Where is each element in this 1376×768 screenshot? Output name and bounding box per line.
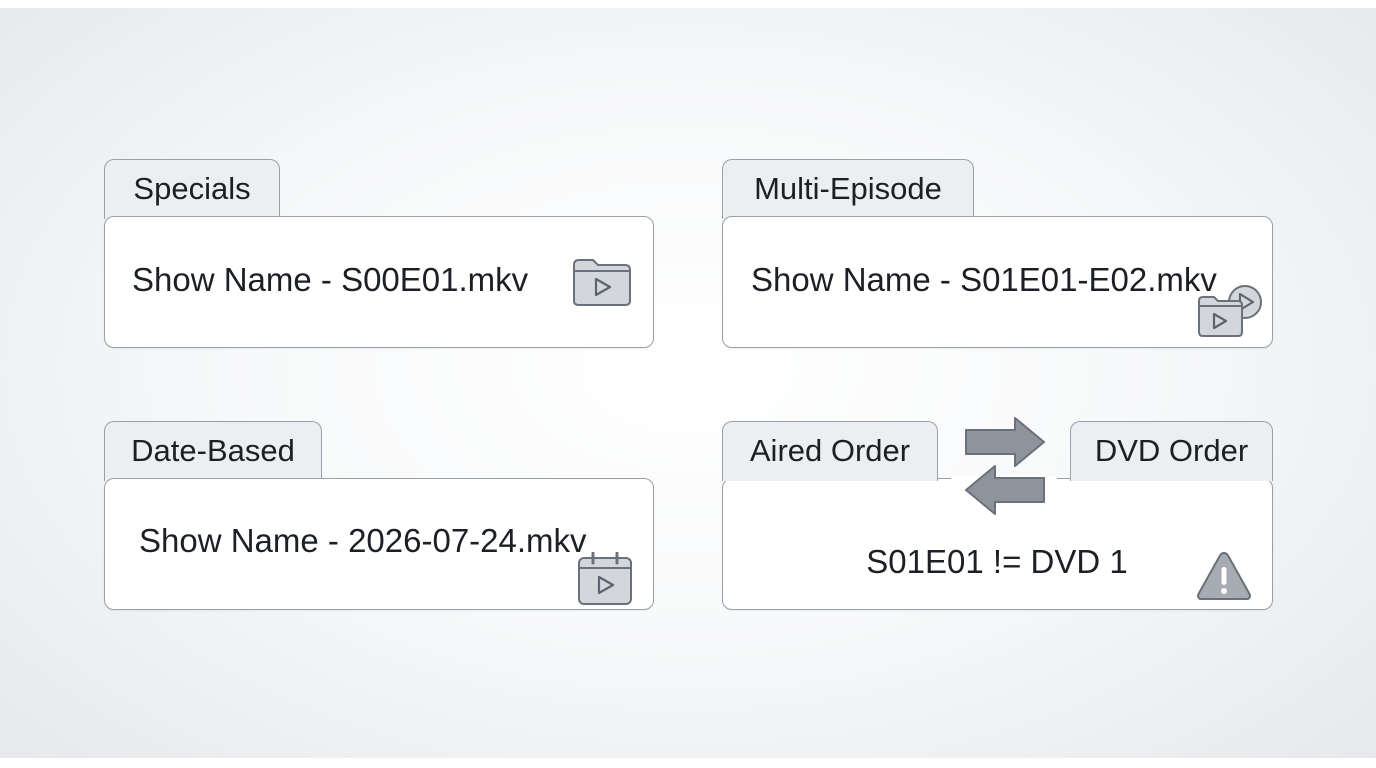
warning-icon — [1195, 549, 1253, 603]
calendar-play-icon — [577, 552, 633, 606]
date-based-card: Show Name - 2026-07-24.mkv — [104, 478, 654, 610]
tab-aired-order[interactable]: Aired Order — [722, 421, 938, 481]
bottom-border — [0, 758, 1376, 768]
top-border — [0, 0, 1376, 8]
folder-play-icon — [572, 257, 632, 307]
tab-dvd-order-label: DVD Order — [1094, 433, 1249, 468]
tab-dvd-order[interactable]: DVD Order — [1070, 421, 1273, 481]
tab-specials[interactable]: Specials — [104, 159, 280, 219]
order-comparison: S01E01 != DVD 1 — [866, 543, 1128, 580]
tab-date-based-label: Date-Based — [131, 433, 295, 468]
multi-episode-card: Show Name - S01E01-E02.mkv — [722, 216, 1273, 348]
tab-date-based[interactable]: Date-Based — [104, 421, 322, 481]
multi-episode-filename: Show Name - S01E01-E02.mkv — [751, 261, 1217, 298]
specials-card: Show Name - S00E01.mkv — [104, 216, 654, 348]
date-based-filename: Show Name - 2026-07-24.mkv — [139, 522, 587, 559]
tab-multi-episode-label: Multi-Episode — [754, 171, 942, 206]
folder-play-stack-icon — [1197, 283, 1265, 339]
tab-specials-label: Specials — [133, 171, 251, 206]
tab-aired-order-label: Aired Order — [749, 433, 911, 468]
tab-multi-episode[interactable]: Multi-Episode — [722, 159, 974, 219]
swap-arrows-icon[interactable] — [960, 414, 1052, 520]
specials-filename: Show Name - S00E01.mkv — [132, 261, 529, 298]
